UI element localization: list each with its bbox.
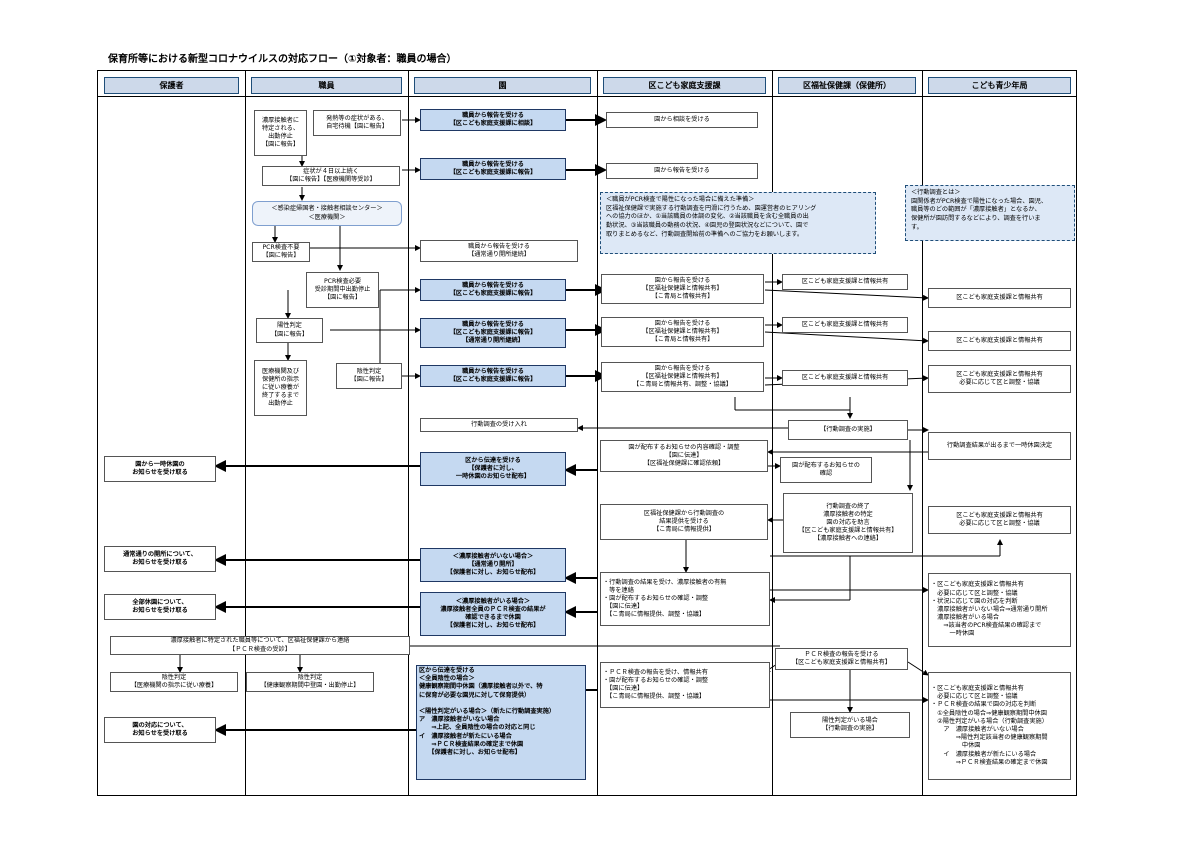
nursery-final-contact: 区から伝達を受ける ＜全員陰性の場合＞ 健康観察期間中休園（濃厚接触者以外で、特… xyxy=(416,665,586,780)
flow-frame xyxy=(97,70,1077,796)
guardian-full-closure: 全部休園について、 お知らせを受け取る xyxy=(104,594,216,620)
staff-symptom-4days: 症状が４日以上続く 【園に報告】【医療機関等受診】 xyxy=(262,166,400,186)
staff-medical-instruction: 医療機関及び 保健所の指示 に従い療養が 終了するまで 出勤停止 xyxy=(254,360,307,416)
column-divider xyxy=(245,71,246,795)
column-header-guardian: 保護者 xyxy=(104,77,239,94)
column-header-bureau: こども青少年局 xyxy=(928,77,1071,94)
guardian-normal-opening: 通常通りの開所について、 お知らせを受け取る xyxy=(104,546,216,572)
health-notice-confirm: 園が配布するお知らせの 確認 xyxy=(780,457,872,483)
column-header-staff: 職員 xyxy=(251,77,402,94)
column-divider xyxy=(408,71,409,795)
nursery-report-pcr: 職員から報告を受ける 【区こども家庭支援課に報告】 xyxy=(420,279,566,301)
header-divider xyxy=(98,96,1076,97)
health-share-3: 区こども家庭支援課と情報共有 xyxy=(782,370,908,386)
staff-close-contact-notice: 濃厚接触者に特定された職員等について、区福祉保健課から連絡 【ＰＣＲ検査の受診】 xyxy=(110,636,410,655)
bureau-share-1: 区こども家庭支援課と情報共有 xyxy=(928,288,1071,308)
ward-preparation-callout: ＜職員がPCR検査で陽性になった場合に備えた準備＞ 区福祉保健課で実施する行動調… xyxy=(600,192,876,254)
health-share-1: 区こども家庭支援課と情報共有 xyxy=(782,274,908,290)
nursery-accept-survey: 行動調査の受け入れ xyxy=(420,418,578,432)
ward-pcr-report: ・ＰＣＲ検査の報告を受け、情報共有 ・園が配布するお知らせの確認・調整 【園に伝… xyxy=(600,662,770,708)
staff-negative-result-observation: 陰性判定 【健康観察期間中登園・出勤停止】 xyxy=(246,672,374,692)
health-survey: 【行動調査の実施】 xyxy=(788,420,908,440)
ward-receive-consult: 園から相談を受ける xyxy=(606,112,758,128)
column-header-ward-health: 区福祉保健課（保健所） xyxy=(778,77,916,94)
nursery-report-negative: 職員から報告を受ける 【区こども家庭支援課に報告】 xyxy=(420,365,566,387)
staff-positive: 陽性判定 【園に報告】 xyxy=(256,318,323,343)
nursery-report-report: 職員から報告を受ける 【区こども家庭支援課に報告】 xyxy=(420,158,566,180)
ward-receive-report: 園から報告を受ける xyxy=(606,163,758,179)
ward-report-share-2: 園から報告を受ける 【区福祉保健課と情報共有】 【こ青局と情報共有】 xyxy=(601,317,764,347)
ward-report-share-3: 園から報告を受ける 【区福祉保健課と情報共有】 【こ青局と情報共有、調整・協議】 xyxy=(601,362,764,392)
bureau-share-3: 区こども家庭支援課と情報共有 必要に応じて区と調整・協議 xyxy=(928,365,1071,393)
column-header-nursery: 園 xyxy=(414,77,591,94)
health-share-2: 区こども家庭支援課と情報共有 xyxy=(782,317,908,333)
health-pcr-report: ＰＣＲ検査の報告を受ける 【区こども家庭支援課と情報共有】 xyxy=(775,648,908,670)
nursery-report-positive: 職員から報告を受ける 【区こども家庭支援課に報告】 【通常通り開所継続】 xyxy=(420,318,566,348)
bureau-survey-callout: ＜行動調査とは＞ 園関係者がPCR検査で陽性になった場合、園児、 職員等のどの範… xyxy=(905,185,1075,241)
nursery-no-close-contact: ＜濃厚接触者がいない場合＞ 【通常通り開所】 【保護者に対し、お知らせ配布】 xyxy=(420,548,566,582)
ward-notice-check: 園が配布するお知らせの内容確認・調整 【園に伝達】 【区福祉保健課に確認依頼】 xyxy=(600,440,768,472)
health-survey-end: 行動調査の終了 濃厚接触者の特定 園の対応を助言 【区こども家庭支援課と情報共有… xyxy=(783,493,913,553)
bureau-share-4: 区こども家庭支援課と情報共有 必要に応じて区と調整・協議 xyxy=(928,506,1071,534)
staff-consult-center: ＜感染症帰国者・接触者相談センター＞ ＜医療機関＞ xyxy=(252,201,402,226)
nursery-temporary-closure: 区から伝達を受ける 【保護者に対し、 一時休園のお知らせ配布】 xyxy=(420,452,566,486)
column-header-ward-family: 区こども家庭支援課 xyxy=(603,77,766,94)
staff-negative-result-medical: 陰性判定 【医療機関の指示に従い療養】 xyxy=(110,672,238,692)
page-title: 保育所等における新型コロナウイルスの対応フロー（①対象者：職員の場合） xyxy=(108,54,457,65)
staff-pcr-unneeded: PCR検査不要 【園に報告】 xyxy=(252,242,310,262)
ward-survey-result: 区福祉保健課から行動調査の 結果提供を受ける 【こ青局に情報提供】 xyxy=(600,504,768,540)
nursery-report-continue: 職員から報告を受ける 【通常通り開所継続】 xyxy=(420,240,578,262)
guardian-temporary-closure: 園から一時休園の お知らせを受け取る xyxy=(104,456,216,482)
column-divider xyxy=(772,71,773,795)
bureau-pcr-judgement: ・区こども家庭支援課と情報共有 必要に応じて区と調整・協議 ・ＰＣＲ検査の結果で… xyxy=(928,672,1071,780)
staff-pcr-needed: PCR検査必要 受診期間中出勤停止 【園に報告】 xyxy=(306,272,379,308)
staff-symptom: 発熱等の症状がある、 自宅待機【園に報告】 xyxy=(313,110,401,136)
staff-close-contact: 濃厚接触者に 特定される、 出勤停止 【園に報告】 xyxy=(254,110,307,156)
ward-report-share-1: 園から報告を受ける 【区福祉保健課と情報共有】 【こ青局と情報共有】 xyxy=(601,274,764,304)
nursery-with-close-contact: ＜濃厚接触者がいる場合＞ 濃厚接触者全員のＰＣＲ検査の結果が 確認できるまで休園… xyxy=(420,592,566,636)
bureau-judgement: ・区こども家庭支援課と情報共有 必要に応じて区と調整・協議 ・状況に応じて園の対… xyxy=(928,573,1071,647)
health-positive: 陽性判定がいる場合 【行動調査の実施】 xyxy=(790,712,910,738)
staff-negative: 陰性判定 【園に報告】 xyxy=(336,363,402,389)
bureau-temporary-closure: 行動調査結果が出るまで一時休園決定 xyxy=(928,432,1071,460)
ward-survey-contact: ・行動調査の結果を受け、濃厚接触者の有無 等を連絡 ・園が配布するお知らせの確認… xyxy=(600,572,770,626)
nursery-report-consult: 職員から報告を受ける 【区こども家庭支援課に相談】 xyxy=(420,109,566,131)
guardian-nursery-response: 園の対応について、 お知らせを受け取る xyxy=(104,717,216,743)
column-divider xyxy=(922,71,923,795)
column-divider xyxy=(597,71,598,795)
bureau-share-2: 区こども家庭支援課と情報共有 xyxy=(928,331,1071,351)
